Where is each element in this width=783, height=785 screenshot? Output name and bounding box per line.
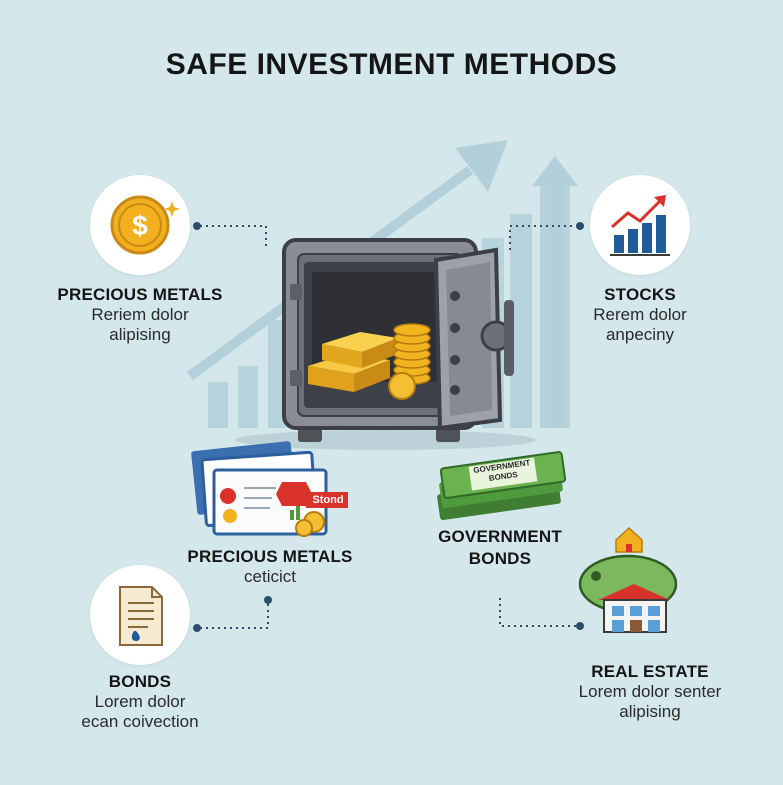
- bg-bar: [510, 214, 532, 428]
- label-heading: GOVERNMENT: [438, 527, 562, 546]
- connector-precious-metals-top: [200, 225, 267, 250]
- label-heading: REAL ESTATE: [591, 662, 709, 681]
- bg-bar: [238, 366, 258, 428]
- svg-text:$: $: [132, 210, 148, 241]
- label-text: alipising: [619, 702, 681, 721]
- label-precious-metals-mid: PRECIOUS METALS ceticict: [160, 547, 380, 587]
- connector-bonds: [200, 602, 269, 629]
- piggy-bank-house-icon: [578, 526, 678, 633]
- connector-real-estate: [499, 596, 576, 627]
- connector-lines: [200, 225, 578, 629]
- label-heading: PRECIOUS METALS: [187, 547, 353, 566]
- certificate-stamp: Stond: [312, 494, 344, 506]
- label-text: Rerem dolor: [593, 305, 687, 324]
- label-bonds: BONDS Lorem dolor ecan coivection: [40, 672, 240, 732]
- label-text: alipising: [109, 325, 171, 344]
- label-text: Reriem dolor: [91, 305, 189, 324]
- connector-dots: [193, 222, 584, 632]
- label-text: Lorem dolor senter: [578, 682, 722, 701]
- label-heading: PRECIOUS METALS: [57, 285, 223, 304]
- certificates-icon: [191, 441, 348, 537]
- label-heading: STOCKS: [604, 285, 676, 304]
- label-text: ceticict: [244, 567, 296, 586]
- open-safe-icon: [282, 238, 514, 442]
- label-precious-metals-top: PRECIOUS METALS Reriem dolor alipising: [20, 285, 260, 345]
- label-text: Lorem dolor: [94, 692, 186, 711]
- connector-stocks: [509, 225, 578, 250]
- document-icon: [90, 565, 190, 665]
- label-government-bonds: GOVERNMENT BONDS: [410, 526, 590, 570]
- label-stocks: STOCKS Rerem dolor anpeciny: [540, 285, 740, 345]
- label-text: anpeciny: [605, 325, 675, 344]
- cash-bundle-icon: [437, 451, 567, 520]
- label-heading: BONDS: [108, 672, 172, 691]
- bg-bar: [208, 382, 228, 428]
- stock-chart-icon: [590, 175, 690, 275]
- label-real-estate: REAL ESTATE Lorem dolor senter alipising: [540, 662, 760, 722]
- page-title: SAFE INVESTMENT METHODS: [165, 48, 618, 81]
- label-heading: BONDS: [468, 549, 532, 568]
- label-text: ecan coivection: [81, 712, 199, 731]
- gold-dollar-coin-icon: $: [90, 175, 190, 275]
